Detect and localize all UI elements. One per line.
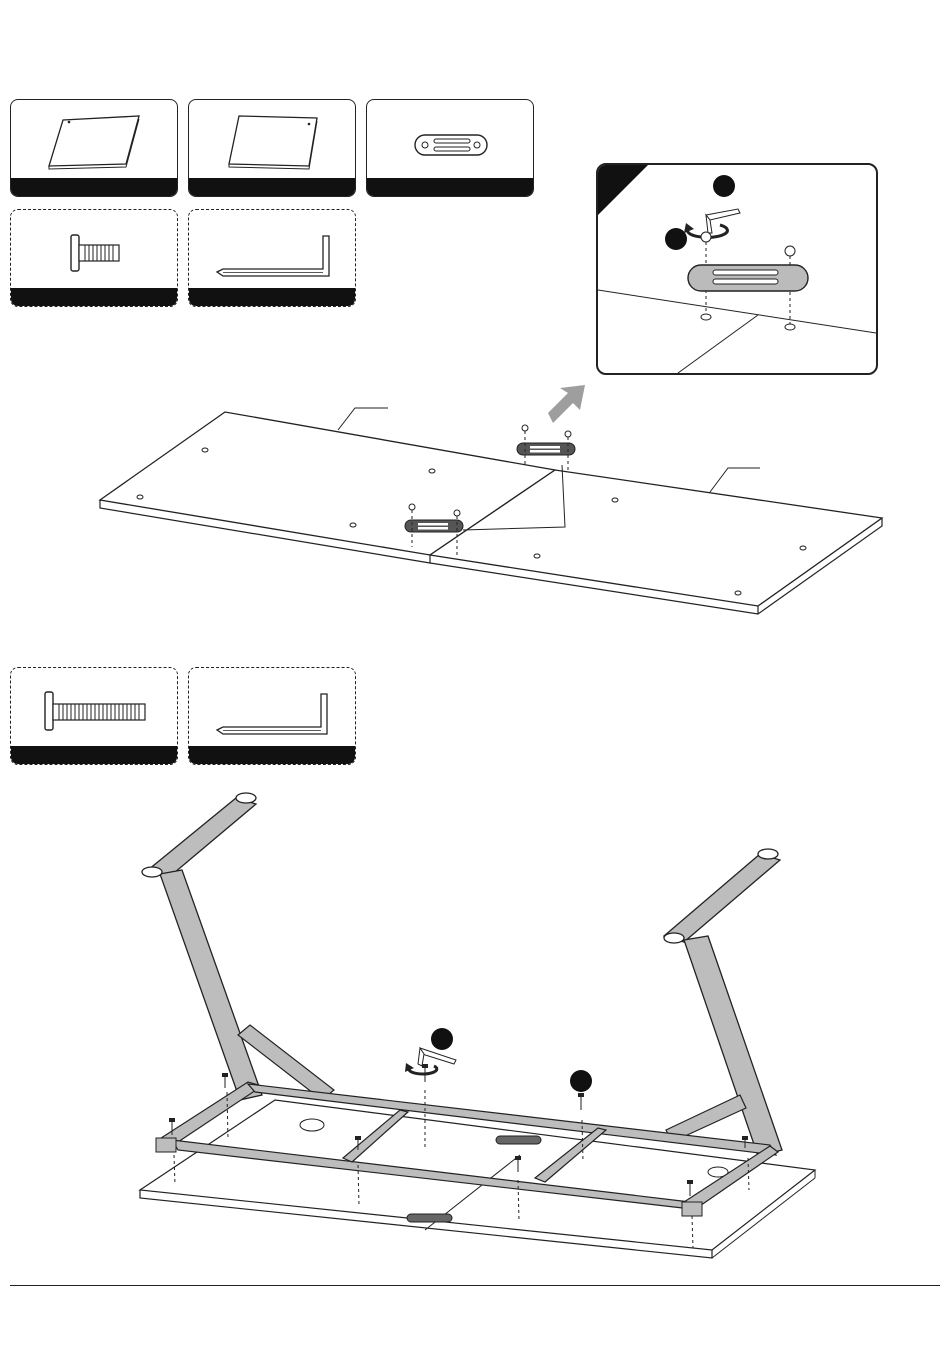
part-label-band <box>189 746 355 764</box>
connecting-plate-lower <box>405 520 463 532</box>
hex-key-callout <box>431 1028 453 1050</box>
step1-desktop-assembly-drawing <box>0 0 950 640</box>
right-foot <box>664 854 780 942</box>
step2-frame-assembly-drawing <box>0 770 950 1270</box>
connecting-plate-upper <box>517 443 575 455</box>
part-box-allen-key-2 <box>188 667 356 765</box>
left-foot <box>148 798 256 878</box>
left-leg-column <box>160 870 262 1100</box>
part-label-band <box>11 746 177 764</box>
view-detail-arrow <box>548 385 585 423</box>
bolt-callout <box>570 1070 592 1092</box>
footer-rule <box>10 1285 940 1286</box>
part-box-long-bolt <box>10 667 178 765</box>
